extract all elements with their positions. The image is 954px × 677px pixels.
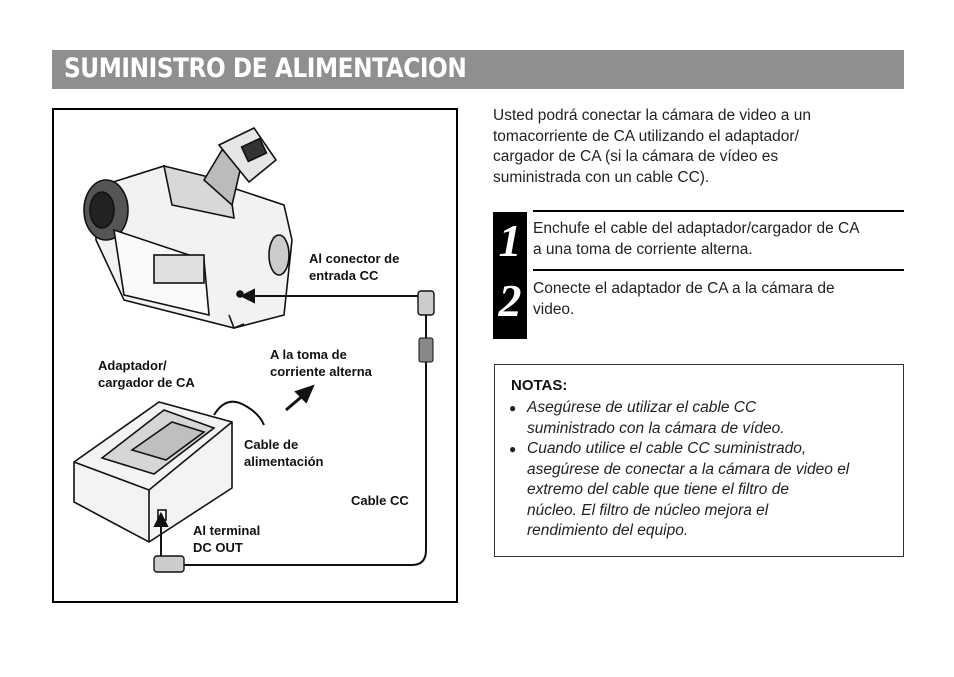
arrow-to-camera-icon — [239, 288, 418, 304]
step-1-number: 1 — [493, 212, 527, 270]
dc-plug-camera-icon — [417, 290, 435, 316]
step-2-rule — [533, 269, 904, 271]
arrow-to-dc-out-icon — [153, 511, 169, 556]
page-title: SUMINISTRO DE ALIMENTACION — [64, 53, 467, 84]
core-filter-icon — [418, 337, 434, 363]
bullet-icon: ● — [509, 401, 517, 415]
ac-adapter-illustration — [73, 401, 233, 543]
ac-cord-illustration — [213, 400, 265, 426]
step-1-text: Enchufe el cable del adaptador/cargador … — [533, 220, 860, 258]
arrow-to-outlet-icon — [285, 384, 315, 412]
notes-box: NOTAS: ● Asegúrese de utilizar el cable … — [494, 364, 904, 557]
step-2-text: Conecte el adaptador de CA a la cámara d… — [533, 280, 835, 318]
step-1-rule — [533, 210, 904, 212]
dc-plug-adapter-icon — [153, 555, 185, 573]
section-title-bar: SUMINISTRO DE ALIMENTACION — [52, 50, 904, 89]
camcorder-illustration — [83, 126, 293, 330]
connection-diagram — [73, 126, 435, 573]
notes-title: NOTAS: — [511, 377, 568, 394]
step-2-number: 2 — [493, 270, 527, 339]
bullet-icon: ● — [509, 442, 517, 456]
intro-paragraph: Usted podrá conectar la cámara de video … — [493, 107, 811, 186]
label-dc-cable: Cable CC — [351, 493, 409, 508]
label-adapter: Adaptador/cargador de CA — [98, 358, 195, 390]
